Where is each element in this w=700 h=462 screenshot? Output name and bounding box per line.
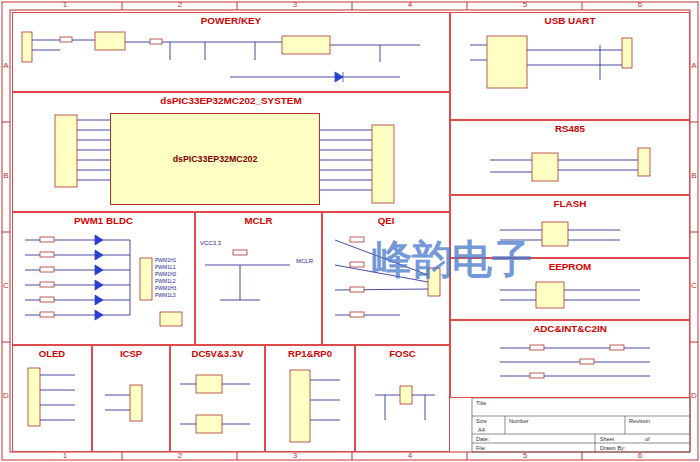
grid-letter: B [691,172,696,181]
mclr-section: MCLR [195,212,322,345]
section-heading: OLED [13,348,91,360]
title-field: Date: [476,436,489,442]
net-name: VCC3.3 [200,240,221,247]
net-name: PWM1H1 [155,258,176,264]
section-heading: USB UART [451,15,689,27]
title-field: of [645,436,650,442]
net-name: MCLR [296,258,313,265]
grid-letter: A [691,62,696,71]
section-heading: MCLR [196,215,321,227]
grid-number: 4 [408,1,412,10]
section-heading: PWM1 BLDC [13,215,194,227]
net-name: PWM1H2 [155,272,176,278]
net-name: PWM1L1 [155,265,176,271]
grid-number: 3 [293,1,297,10]
oscillator-section: FOSC [355,345,450,452]
grid-number: 2 [178,452,182,461]
section-heading: QEI [323,215,449,227]
grid-number: 6 [638,1,642,10]
title-field: Size [476,418,487,424]
rp-section: RP1&RP0 [265,345,355,452]
section-heading: ADC&INT&C2IN [451,323,689,335]
watermark: 峰韵电子 [372,237,532,281]
net-name: PWM1L3 [155,293,176,299]
section-heading: POWER/KEY [13,15,449,27]
title-field: Drawn By: [600,445,625,451]
grid-number: 6 [638,452,642,461]
title-field: Title [476,400,486,406]
grid-letter: C [691,282,697,291]
title-field: File: [476,445,486,451]
title-field: A4 [478,427,485,433]
grid-number: 2 [178,1,182,10]
grid-number: 1 [63,1,67,10]
grid-letter: A [3,62,8,71]
usb-uart-section: USB UART [450,12,690,120]
section-heading: FLASH [451,198,689,210]
power-supply-section: DC5V&3.3V [170,345,265,452]
grid-letter: B [3,172,8,181]
grid-letter: D [691,392,697,401]
grid-letter: C [3,282,9,291]
icsp-section: ICSP [92,345,170,452]
title-field: Number [509,418,529,424]
grid-number: 4 [408,452,412,461]
power-section: POWER/KEY [12,12,450,92]
chip-name: dsPIC33EP32MC202 [111,154,319,164]
adc-section: ADC&INT&C2IN [450,320,690,398]
net-name: PWM1L2 [155,279,176,285]
section-heading: DC5V&3.3V [171,348,264,360]
net-name: PWM1H3 [155,286,176,292]
title-field: Revision [629,418,650,424]
rs485-section: RS485 [450,120,690,195]
oled-section: OLED [12,345,92,452]
section-heading: ICSP [93,348,169,360]
grid-letter: D [3,392,9,401]
title-field: Sheet [600,436,614,442]
grid-number: 3 [293,452,297,461]
section-heading: RP1&RP0 [266,348,354,360]
section-heading: RS485 [451,123,689,135]
grid-number: 1 [63,452,67,461]
section-heading: dsPIC33EP32MC202_SYSTEM [13,95,449,107]
grid-number: 5 [523,452,527,461]
mcu-system-section: dsPIC33EP32MC202_SYSTEM dsPIC33EP32MC202 [12,92,450,212]
grid-number: 5 [523,1,527,10]
mcu-chip: dsPIC33EP32MC202 [110,113,320,205]
section-heading: FOSC [356,348,449,360]
